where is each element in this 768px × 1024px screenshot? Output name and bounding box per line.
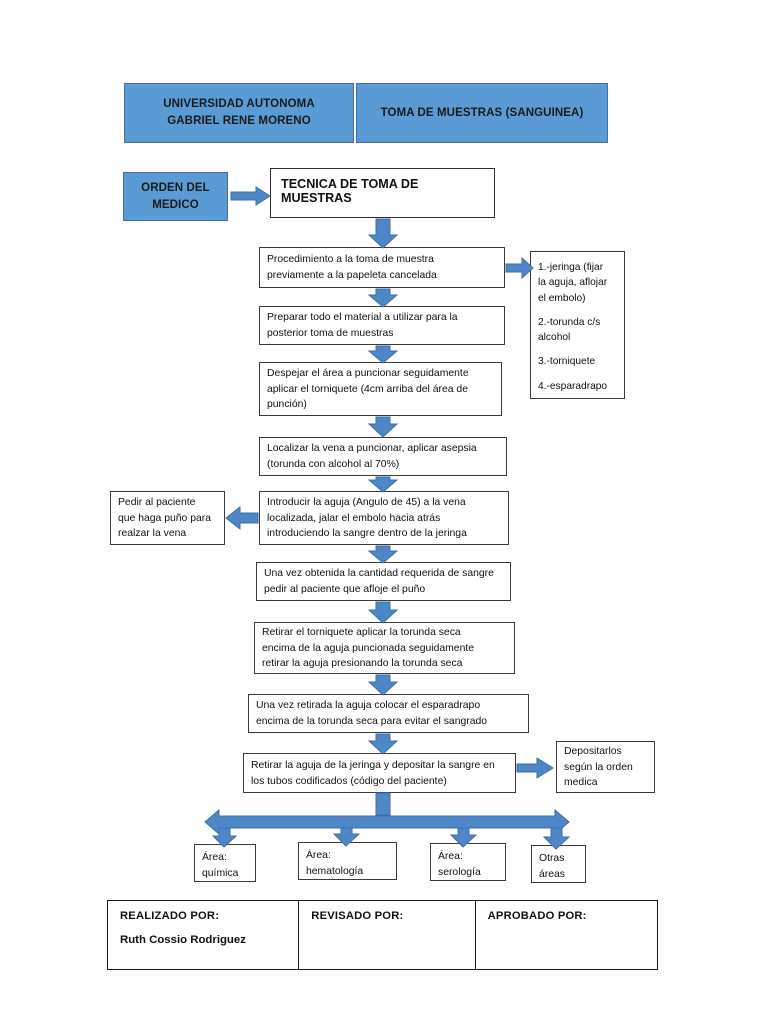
arrow-left-step5-to-fist-note <box>225 505 259 531</box>
signature-table: REALIZADO POR: Ruth Cossio Rodriguez REV… <box>107 900 658 970</box>
step-5-line1: Introducir la aguja (Angulo de 45) a la … <box>267 496 466 508</box>
step-box-1: Procedimiento a la toma de muestra previ… <box>259 247 505 288</box>
step-6-line2: pedir al paciente que afloje el puño <box>264 584 426 595</box>
area-box-otras: Otras áreas <box>531 845 586 883</box>
distribution-bar-double-arrow <box>204 808 570 836</box>
header-institution-line2: GABRIEL RENE MORENO <box>167 115 311 127</box>
step-4-line1: Localizar la vena a puncionar, aplicar a… <box>267 443 477 455</box>
step-7-line3: retirar la aguja presionando la torunda … <box>262 658 463 670</box>
signature-cell-revisado: REVISADO POR: <box>299 901 476 969</box>
material-item-1-line3: el embolo) <box>538 292 586 304</box>
area-quimica-line2: química <box>202 867 239 879</box>
materials-list-box: 1.-jeringa (fijar la aguja, aflojar el e… <box>530 251 625 399</box>
side-note-fist-line3: realzar la vena <box>118 528 187 540</box>
arrow-right-step1-to-materials <box>505 256 534 280</box>
arrow-down-step6-to-step7 <box>367 601 399 624</box>
signature-cell-aprobado: APROBADO POR: <box>476 901 657 969</box>
step-7-line1: Retirar el torniquete aplicar la torunda… <box>262 626 461 638</box>
step-box-2: Preparar todo el material a utilizar par… <box>259 306 505 345</box>
step-9-line2: los tubos codificados (código del pacien… <box>251 775 447 787</box>
step-7-line2: encima de la aguja puncionada seguidamen… <box>262 642 475 654</box>
step-9-line1: Retirar la aguja de la jeringa y deposit… <box>251 759 495 771</box>
material-item-1-line1: 1.-jeringa (fijar <box>538 262 604 273</box>
area-hematologia-line1: Área: <box>306 850 331 861</box>
orden-line2: MEDICO <box>152 198 199 211</box>
arrow-down-step2-to-step3 <box>367 345 399 364</box>
step-6-line1: Una vez obtenida la cantidad requerida d… <box>264 568 494 580</box>
orden-line1: ORDEN DEL <box>141 181 210 194</box>
step-box-3: Despejar el área a puncionar seguidament… <box>259 362 502 416</box>
area-box-hematologia: Área: hematología <box>298 842 397 880</box>
step-8-line1: Una vez retirada la aguja colocar el esp… <box>256 700 481 712</box>
step-2-line1: Preparar todo el material a utilizar par… <box>267 312 458 324</box>
realizado-value: Ruth Cossio Rodriguez <box>120 934 246 946</box>
area-box-quimica: Área: química <box>194 844 256 882</box>
step-5-line3: introduciendo la sangre dentro de la jer… <box>267 528 467 540</box>
material-item-2: 2.-torunda c/s alcohol <box>538 315 617 346</box>
arrow-right-orden-to-tecnica <box>230 186 271 206</box>
arrow-down-step7-to-step8 <box>367 674 399 696</box>
step-4-line2: (torunda con alcohol al 70%) <box>267 459 400 470</box>
header-procedure-box: TOMA DE MUESTRAS (SANGUINEA) <box>356 83 608 143</box>
tecnica-title-box: TECNICA DE TOMA DE MUESTRAS <box>270 168 495 218</box>
orden-del-medico-box: ORDEN DEL MEDICO <box>123 172 228 221</box>
arrow-right-step9-to-deposit-note <box>516 757 554 779</box>
arrow-down-step8-to-step9 <box>367 733 399 755</box>
step-box-4: Localizar la vena a puncionar, aplicar a… <box>259 437 507 476</box>
tecnica-title-text: TECNICA DE TOMA DE MUESTRAS <box>281 177 419 205</box>
side-note-deposit-line1: Depositarlos <box>564 745 622 757</box>
header-divider <box>354 83 356 143</box>
step-2-line2: posterior toma de muestras <box>267 328 394 339</box>
header-institution-line1: UNIVERSIDAD AUTONOMA <box>163 98 315 111</box>
header-procedure-title: TOMA DE MUESTRAS (SANGUINEA) <box>380 106 584 119</box>
area-serologia-line1: Área: <box>438 851 463 862</box>
material-item-3: 3.-torniquete <box>538 356 596 368</box>
step-3-line1: Despejar el área a puncionar seguidament… <box>267 367 469 379</box>
area-otras-line1: Otras <box>539 853 565 864</box>
side-note-deposit-line2: según la orden <box>564 761 633 773</box>
signature-cell-realizado: REALIZADO POR: Ruth Cossio Rodriguez <box>108 901 300 969</box>
material-item-4: 4.-esparadrapo <box>538 380 608 392</box>
area-hematologia-line2: hematología <box>306 865 364 877</box>
step-1-line1: Procedimiento a la toma de muestra <box>267 254 434 266</box>
arrow-down-step3-to-step4 <box>367 416 399 438</box>
material-item-1-line2: la aguja, aflojar <box>538 277 608 289</box>
arrow-down-tecnica-to-step1 <box>367 218 399 249</box>
arrow-down-step5-to-step6 <box>367 545 399 564</box>
step-box-6: Una vez obtenida la cantidad requerida d… <box>256 562 511 601</box>
area-serologia-line2: serología <box>438 866 481 878</box>
area-quimica-line1: Área: <box>202 852 227 863</box>
side-note-fist-line1: Pedir al paciente <box>118 496 196 508</box>
side-note-deposit-line3: medica <box>564 777 598 789</box>
realizado-label: REALIZADO POR: <box>120 910 220 922</box>
step-8-line2: encima de la torunda seca para evitar el… <box>256 716 488 727</box>
area-box-serologia: Área: serología <box>430 843 506 881</box>
step-1-line2: previamente a la papeleta cancelada <box>267 270 437 281</box>
step-3-line3: punción) <box>267 399 307 411</box>
step-3-line2: aplicar el torniquete (4cm arriba del ár… <box>267 383 468 395</box>
material-item-1: 1.-jeringa (fijar la aguja, aflojar el e… <box>538 260 617 306</box>
step-box-5: Introducir la aguja (Angulo de 45) a la … <box>259 491 509 545</box>
revisado-label: REVISADO POR: <box>311 910 404 922</box>
arrow-stub-step9-to-distribution-bar <box>375 792 391 816</box>
step-box-9: Retirar la aguja de la jeringa y deposit… <box>243 753 516 793</box>
step-box-8: Una vez retirada la aguja colocar el esp… <box>248 694 529 733</box>
step-5-line2: localizada, jalar el embolo hacia atrás <box>267 512 441 524</box>
header-institution-box: UNIVERSIDAD AUTONOMA GABRIEL RENE MORENO <box>124 83 354 143</box>
side-note-fist-box: Pedir al paciente que haga puño para rea… <box>110 491 225 545</box>
arrow-down-step1-to-step2 <box>367 288 399 308</box>
arrow-down-step4-to-step5 <box>367 476 399 493</box>
area-otras-line2: áreas <box>539 868 565 880</box>
material-item-2-line2: alcohol <box>538 332 571 344</box>
side-note-fist-line2: que haga puño para <box>118 512 212 524</box>
material-item-2-line1: 2.-torunda c/s <box>538 316 601 328</box>
side-note-deposit-box: Depositarlos según la orden medica <box>556 741 655 793</box>
step-box-7: Retirar el torniquete aplicar la torunda… <box>254 622 515 674</box>
aprobado-label: APROBADO POR: <box>487 910 587 922</box>
